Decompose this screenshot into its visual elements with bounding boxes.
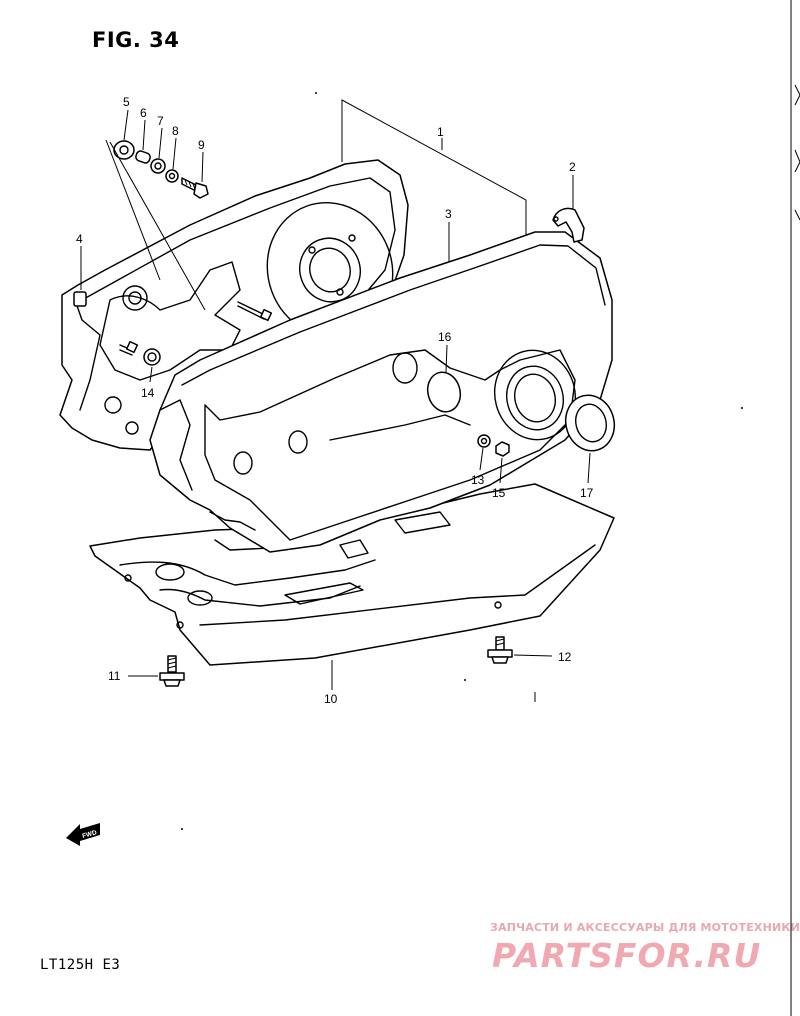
figure-title: FIG. 34 (92, 28, 180, 52)
part-15-nut (495, 441, 510, 457)
part-11-bolt (159, 655, 185, 687)
model-code: LT125H E3 (40, 957, 121, 973)
part-16-plug (426, 371, 462, 413)
callout-12: 12 (558, 650, 572, 664)
watermark-logo: PARTSFOR.RU (492, 936, 762, 975)
part-12-bolt (487, 636, 513, 664)
callout-7: 7 (157, 114, 164, 128)
callout-14: 14 (141, 386, 155, 400)
part-5-rubber-cushion (113, 140, 135, 160)
part-9-bolt (181, 177, 209, 199)
scan-specks (181, 92, 743, 830)
callout-8: 8 (172, 124, 179, 138)
callout-5: 5 (123, 95, 130, 109)
part-7-washer (150, 158, 166, 174)
part-4-dowel-pin (73, 291, 87, 307)
part-6-collar (135, 150, 151, 164)
callout-2: 2 (569, 160, 576, 174)
watermark-subtitle: ЗАПЧАСТИ И АКСЕССУАРЫ ДЛЯ МОТОТЕХНИКИ (490, 921, 800, 934)
part-13-washer (477, 434, 491, 448)
part-14-grommet (143, 348, 161, 366)
callout-1: 1 (437, 125, 444, 139)
callout-15: 15 (492, 486, 506, 500)
part-17-oil-seal (564, 394, 616, 452)
page-edge (790, 0, 800, 1016)
callout-9: 9 (198, 138, 205, 152)
callout-13: 13 (471, 473, 485, 487)
callout-3: 3 (445, 207, 452, 221)
callout-6: 6 (140, 106, 147, 120)
callout-4: 4 (76, 232, 83, 246)
callout-11: 11 (108, 669, 121, 683)
callout-labels: 1 2 3 4 5 6 7 8 9 10 11 12 13 14 15 16 1… (76, 95, 594, 706)
part-8-washer (165, 169, 179, 183)
part-3-outer-cover (149, 231, 613, 553)
leader-lines (80, 99, 591, 690)
callout-16: 16 (438, 330, 452, 344)
fwd-label: FWD (81, 829, 97, 840)
callout-17: 17 (580, 486, 594, 500)
callout-10: 10 (324, 692, 338, 706)
fwd-arrow: FWD (66, 823, 100, 846)
